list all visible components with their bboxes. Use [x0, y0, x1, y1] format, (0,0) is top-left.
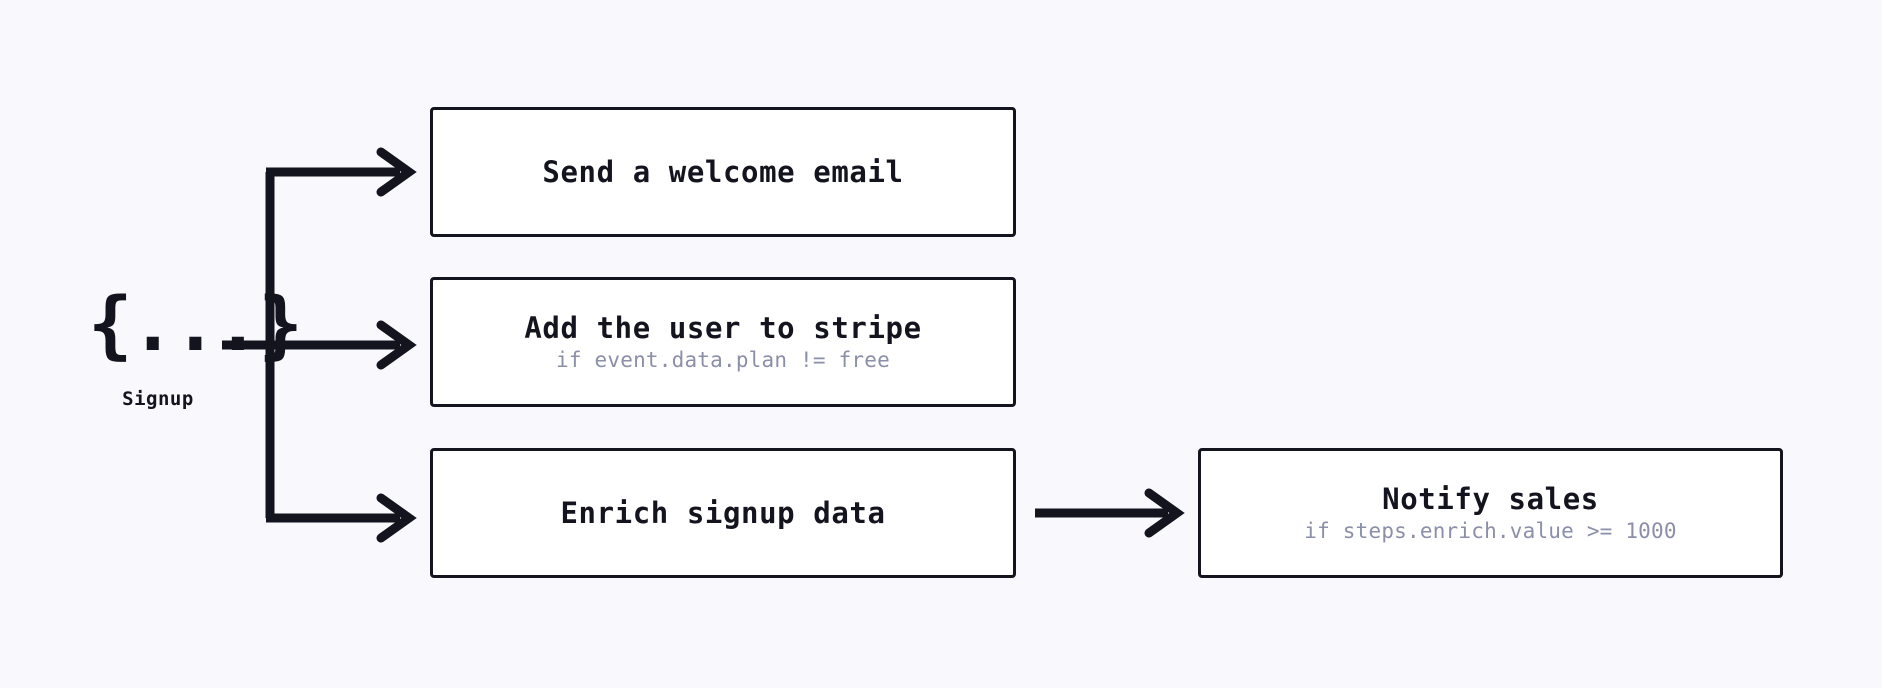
step-title: Notify sales [1382, 481, 1599, 516]
trigger-label: Signup [122, 388, 194, 410]
connector-trigger-to-enrich [266, 493, 417, 543]
step-title: Add the user to stripe [524, 310, 922, 345]
arrowhead-icon [376, 493, 417, 543]
connector-trigger-to-welcome [266, 147, 417, 197]
connector-enrich-to-notify [1035, 488, 1185, 538]
json-braces-icon: {...} [88, 282, 303, 368]
step-title: Enrich signup data [560, 495, 886, 530]
step-node-stripe[interactable]: Add the user to stripe if event.data.pla… [430, 277, 1016, 407]
step-node-notify[interactable]: Notify sales if steps.enrich.value >= 10… [1198, 448, 1783, 578]
arrowhead-icon [376, 147, 417, 197]
step-node-welcome[interactable]: Send a welcome email [430, 107, 1016, 237]
step-node-enrich[interactable]: Enrich signup data [430, 448, 1016, 578]
step-title: Send a welcome email [542, 154, 904, 189]
arrowhead-icon [376, 320, 417, 370]
arrowhead-icon [1144, 488, 1185, 538]
trigger-node[interactable]: {...} Signup [88, 282, 303, 410]
step-subtitle: if event.data.plan != free [556, 347, 890, 372]
step-subtitle: if steps.enrich.value >= 1000 [1304, 518, 1677, 543]
